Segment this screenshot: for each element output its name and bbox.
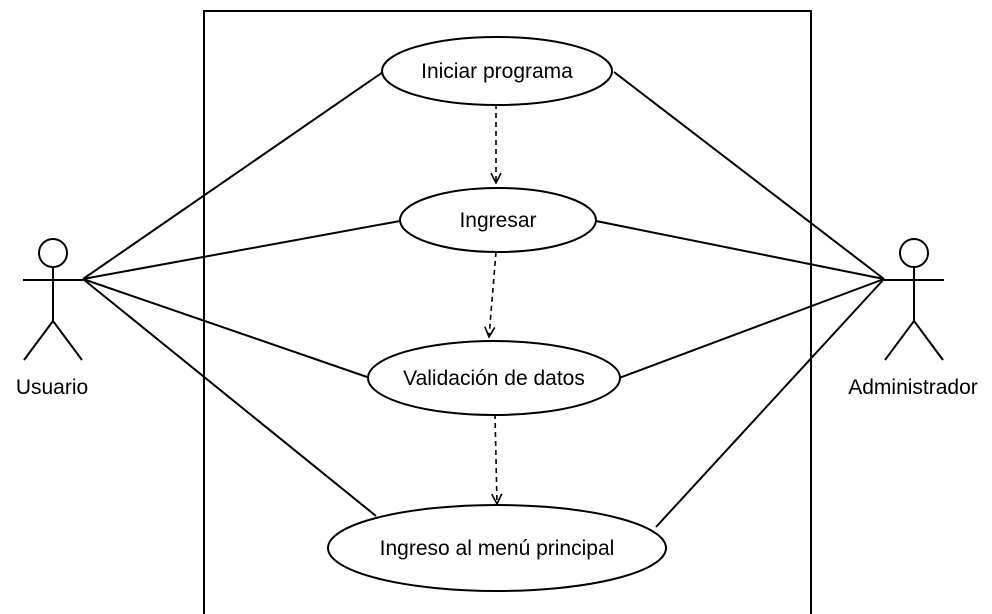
actor-label: Usuario xyxy=(16,376,88,399)
use-case-label: Validación de datos xyxy=(403,367,585,390)
dependency-validacion-ingreso-menu xyxy=(495,413,497,504)
use-case-label: Iniciar programa xyxy=(421,60,573,83)
use-case-validacion[interactable]: Validación de datos xyxy=(367,340,621,416)
use-case-ingresar[interactable]: Ingresar xyxy=(399,187,597,253)
stick-figure-icon xyxy=(884,238,944,361)
use-case-ingreso-menu[interactable]: Ingreso al menú principal xyxy=(327,504,667,592)
association-administrador-validacion xyxy=(618,278,885,379)
actor-administrador[interactable]: Administrador xyxy=(848,238,978,399)
association-administrador-ingreso-menu xyxy=(655,278,885,528)
actor-label: Administrador xyxy=(848,376,978,399)
use-case-iniciar[interactable]: Iniciar programa xyxy=(381,36,613,106)
association-usuario-iniciar xyxy=(82,71,384,280)
stick-figure-icon xyxy=(23,238,83,361)
association-administrador-iniciar xyxy=(613,71,885,280)
association-usuario-ingresar xyxy=(82,220,401,280)
association-administrador-ingresar xyxy=(595,220,885,280)
use-case-label: Ingreso al menú principal xyxy=(380,537,615,560)
dependency-ingresar-validacion xyxy=(489,251,497,337)
actor-usuario[interactable]: Usuario xyxy=(16,238,88,399)
use-case-label: Ingresar xyxy=(459,209,536,232)
association-usuario-ingreso-menu xyxy=(82,278,377,517)
association-usuario-validacion xyxy=(82,278,371,379)
